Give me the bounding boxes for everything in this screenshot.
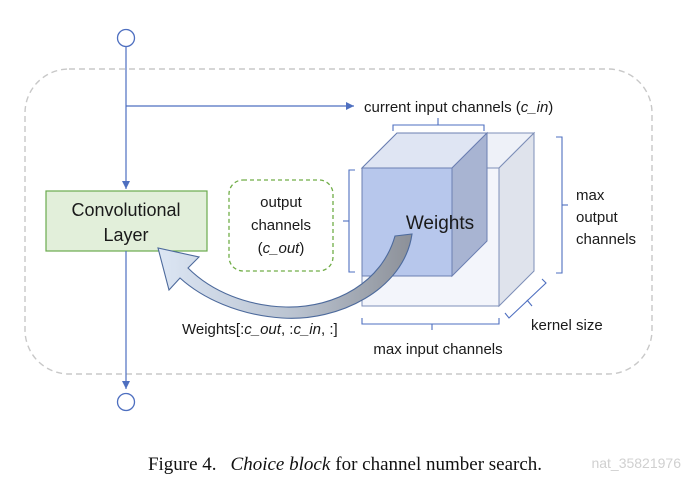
weights-slice xyxy=(360,131,489,278)
max-output-line1: max xyxy=(576,187,605,204)
weights-label: Weights xyxy=(406,213,474,234)
output-channels-box xyxy=(228,179,334,272)
kernel-size-brace-tick xyxy=(526,299,533,307)
conv-layer-label-line1: Convolutional xyxy=(71,200,180,220)
weights-slice-label: Weights[:c_out, :c_in, :] xyxy=(182,321,338,338)
choice-block-container xyxy=(24,68,653,375)
max-input-label: max input channels xyxy=(373,341,502,358)
current-input-label: current input channels (c_in) xyxy=(364,99,553,116)
output-channels-line1: output xyxy=(260,194,303,211)
slice-front-face xyxy=(361,167,453,277)
max-output-line2: output xyxy=(576,209,619,226)
convolutional-layer-box xyxy=(45,190,208,252)
output-channels-brace xyxy=(348,169,355,273)
weights-to-conv-curved-arrow xyxy=(157,233,413,319)
conv-layer-label-line2: Layer xyxy=(103,225,148,245)
output-channels-line3: (c_out) xyxy=(258,240,305,257)
max-output-line3: channels xyxy=(576,231,636,248)
output-channels-line2: channels xyxy=(251,217,311,234)
max-output-brace xyxy=(556,136,563,274)
output-node xyxy=(116,392,136,412)
kernel-size-label: kernel size xyxy=(531,317,603,334)
input-node xyxy=(116,28,136,48)
max-input-brace xyxy=(361,318,500,325)
watermark: nat_35821976 xyxy=(591,455,681,471)
current-input-brace xyxy=(392,124,485,131)
